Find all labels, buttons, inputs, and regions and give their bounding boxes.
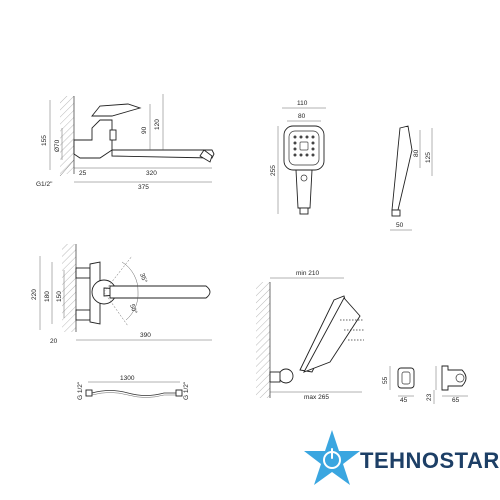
dim-150: 150 <box>56 291 63 302</box>
dim-25: 25 <box>79 170 87 177</box>
dim-65: 65 <box>452 397 460 404</box>
dim-23: 23 <box>426 393 433 401</box>
dim-20: 20 <box>50 338 58 345</box>
holder-front <box>397 367 415 389</box>
wall-holder <box>278 368 294 384</box>
angle-50: 50° <box>128 303 139 315</box>
spout-top <box>109 285 211 299</box>
spout <box>111 149 215 159</box>
hand-shower-side-view: 80 125 50 <box>390 125 433 231</box>
dim-390: 390 <box>140 332 151 339</box>
mixer-lever <box>91 103 142 117</box>
dim-90: 90 <box>141 126 148 134</box>
dim-g12-b: G 1/2" <box>77 381 84 400</box>
faucet-plan-view: 35° 50° 220 180 150 20 390 <box>31 244 212 345</box>
dim-max265: max 265 <box>304 394 329 401</box>
dim-120: 120 <box>154 119 161 130</box>
dim-45: 45 <box>400 397 408 404</box>
dim-55: 55 <box>382 376 389 384</box>
dim-g12-a: G1/2" <box>36 181 53 188</box>
faucet-side-view: 155 Ø70 90 120 25 320 375 G1/2" <box>36 94 215 191</box>
shower-profile <box>391 125 413 211</box>
hose-line <box>91 390 176 396</box>
wall-hatch <box>60 96 74 174</box>
dim-80-b: 80 <box>413 149 420 157</box>
brand-name: TEHNOSTAR <box>360 448 500 473</box>
dim-110: 110 <box>297 100 308 107</box>
dim-180: 180 <box>44 291 51 302</box>
angle-35: 35° <box>138 272 149 284</box>
holder-detail-views: 55 45 23 65 <box>382 365 468 404</box>
dim-g12-c: G 1/2" <box>183 381 190 400</box>
dim-70: Ø70 <box>54 139 61 152</box>
dim-125: 125 <box>425 152 432 163</box>
brand-logo: TEHNOSTAR <box>304 430 500 485</box>
shower-head <box>283 125 325 171</box>
dim-50: 50 <box>396 222 404 229</box>
shower-handle <box>295 169 313 209</box>
dim-320: 320 <box>146 170 157 177</box>
mixer-body <box>73 119 113 159</box>
dim-min210: min 210 <box>296 270 320 277</box>
dim-155: 155 <box>41 135 48 146</box>
dim-255: 255 <box>270 165 277 176</box>
dim-1300: 1300 <box>120 375 135 382</box>
dim-80-a: 80 <box>298 113 306 120</box>
power-button-star-icon <box>304 430 360 485</box>
dim-375: 375 <box>138 184 149 191</box>
wall-hatch-3 <box>256 282 270 398</box>
holder-side <box>441 365 467 391</box>
nozzle-grid <box>293 135 315 157</box>
shower-wall-mount-view: min 210 max 265 <box>256 270 364 401</box>
shower-hose: 1300 G 1/2" G 1/2" <box>77 375 190 400</box>
wall-hatch-2 <box>62 244 76 332</box>
dim-220: 220 <box>31 289 38 300</box>
hand-shower-front-view: 110 80 255 <box>270 100 326 215</box>
